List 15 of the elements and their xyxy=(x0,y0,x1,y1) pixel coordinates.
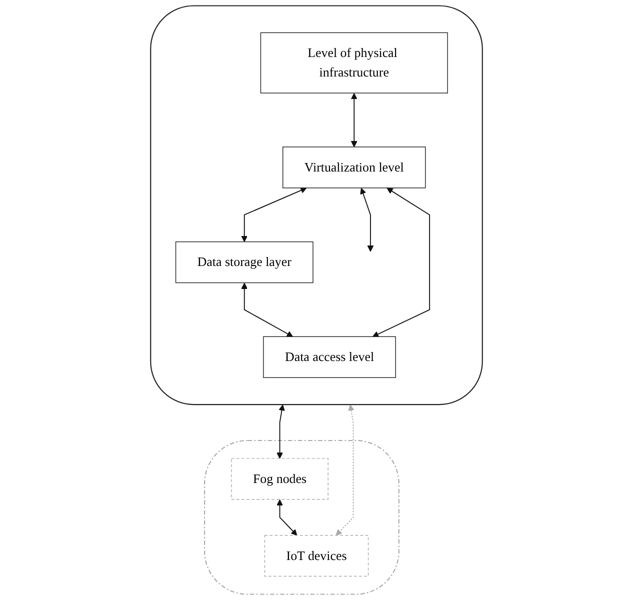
node-box: Level of physical infrastructure xyxy=(260,32,448,94)
arrow xyxy=(241,187,307,242)
arrow xyxy=(350,93,358,148)
arrow xyxy=(241,282,294,337)
arrow xyxy=(276,499,298,536)
node-box: Data access level xyxy=(263,336,396,378)
arrow xyxy=(336,404,354,536)
arrow xyxy=(360,188,374,252)
node-box: Virtualization level xyxy=(282,146,426,188)
arrow xyxy=(276,404,285,459)
arrow xyxy=(372,188,430,338)
cluster xyxy=(150,5,483,406)
node-box: Fog nodes xyxy=(231,458,328,500)
node-box: IoT devices xyxy=(264,534,369,577)
node-box: Data storage layer xyxy=(175,241,314,284)
